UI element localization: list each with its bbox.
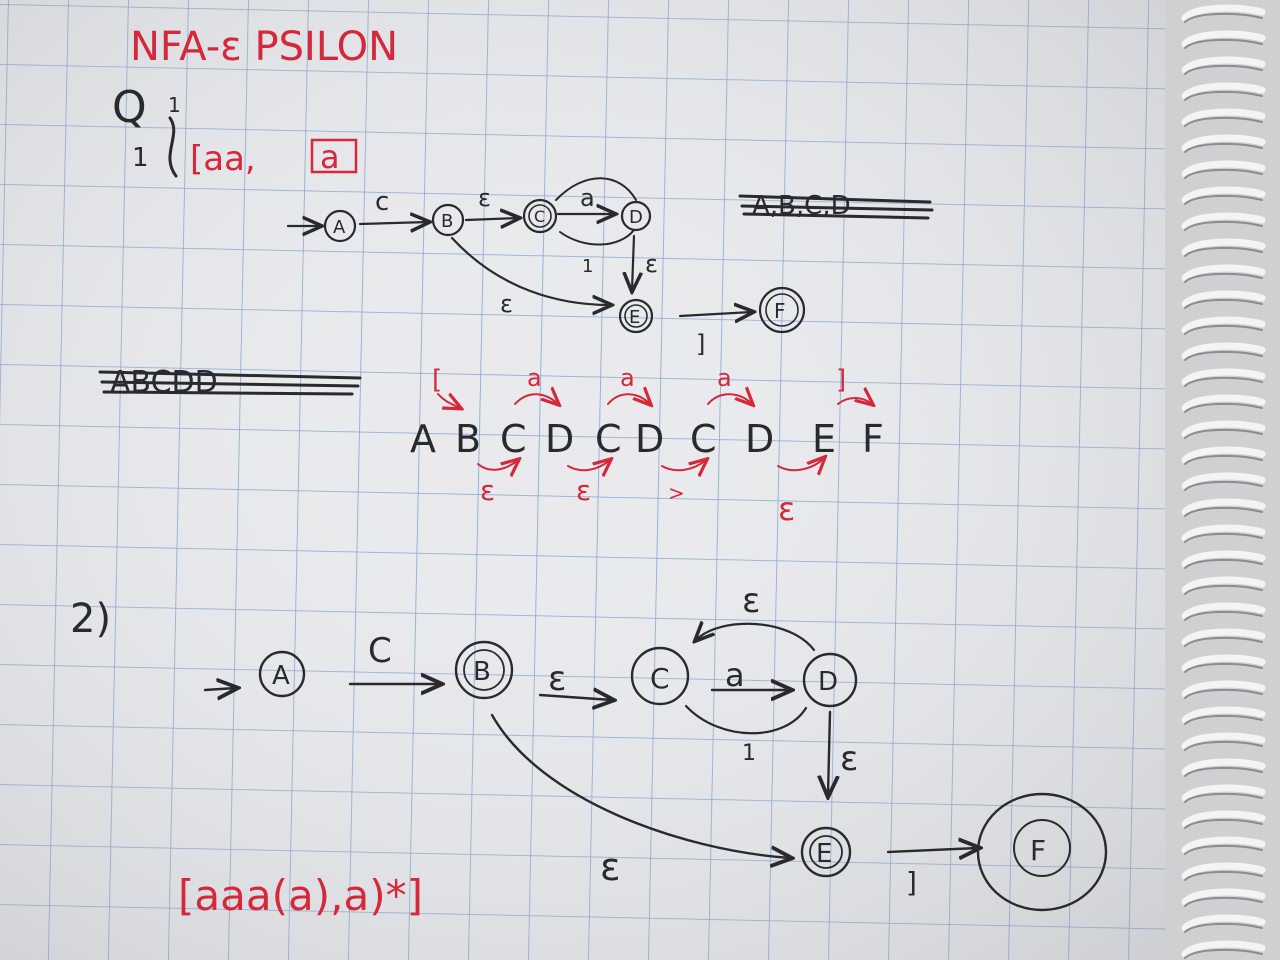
svg-text:2): 2) <box>70 596 111 642</box>
svg-text:F: F <box>774 299 786 323</box>
svg-text:ε: ε <box>600 845 621 889</box>
svg-text:C: C <box>368 631 392 671</box>
struck-note-1: A,B,C,D <box>738 191 934 221</box>
svg-text:ε: ε <box>576 474 591 507</box>
svg-text:a: a <box>717 364 732 392</box>
state-e-2: E <box>800 826 852 878</box>
string-trace: ABCDD A B C D C D C D E F [ a a a ] ε ε … <box>98 364 884 528</box>
svg-text:B: B <box>473 657 491 687</box>
svg-text:a: a <box>725 656 745 694</box>
svg-text:ε: ε <box>840 739 858 779</box>
regex-2: [aaa(a),a)*] <box>178 871 423 920</box>
svg-text:B: B <box>441 211 453 232</box>
svg-text:D: D <box>818 667 838 697</box>
state-a: A <box>323 209 357 243</box>
state-d: D <box>620 200 652 232</box>
svg-text:D: D <box>545 417 574 461</box>
svg-text:ε: ε <box>478 184 491 212</box>
state-f-2: F <box>976 792 1108 912</box>
svg-text:ε: ε <box>500 290 513 318</box>
state-c: C <box>522 198 558 234</box>
svg-text:[aaa(a),a)*]: [aaa(a),a)*] <box>178 871 423 920</box>
svg-text:C: C <box>595 417 622 461</box>
svg-text:ε: ε <box>742 581 760 621</box>
svg-text:[: [ <box>432 365 442 395</box>
state-b: B <box>431 203 465 237</box>
svg-text:ε: ε <box>778 490 795 528</box>
svg-text:1: 1 <box>168 93 181 117</box>
svg-text:D: D <box>629 207 643 228</box>
svg-text:F: F <box>1030 834 1046 867</box>
nfa-diagram-1: A c B ε C a 1 D ε ε E <box>286 177 934 358</box>
svg-text:A: A <box>333 217 346 238</box>
svg-text:A: A <box>410 417 436 461</box>
svg-text:a: a <box>580 184 595 212</box>
state-f: F <box>758 286 806 334</box>
svg-text:a: a <box>620 364 635 392</box>
svg-text:]: ] <box>696 330 705 358</box>
nfa-diagram-2: 2) A C B ε C a D ε 1 ε ε <box>70 581 1108 912</box>
svg-text:C: C <box>500 417 527 461</box>
svg-text:NFA-ε PSILON: NFA-ε PSILON <box>130 24 398 70</box>
svg-text:D: D <box>635 417 664 461</box>
state-b-2: B <box>454 640 514 700</box>
paper-sheet <box>0 0 1175 960</box>
svg-text:F: F <box>862 417 884 461</box>
svg-text:c: c <box>375 187 389 217</box>
state-d-2: D <box>802 652 858 708</box>
svg-text:]: ] <box>906 866 917 899</box>
svg-text:ε: ε <box>548 659 566 699</box>
svg-text:A: A <box>272 661 290 691</box>
svg-text:ε: ε <box>645 250 658 278</box>
svg-text:[aa,: [aa, <box>190 139 256 179</box>
svg-text:a: a <box>527 364 542 392</box>
svg-text:D: D <box>745 417 774 461</box>
state-c-2: C <box>630 646 690 706</box>
svg-text:C: C <box>690 417 717 461</box>
svg-text:]: ] <box>836 365 846 395</box>
svg-text:C: C <box>650 662 670 695</box>
svg-text:a: a <box>320 138 340 176</box>
svg-text:C: C <box>534 207 545 226</box>
svg-text:>: > <box>668 481 685 505</box>
svg-text:ε: ε <box>480 474 495 507</box>
svg-text:1: 1 <box>582 256 593 277</box>
svg-text:E: E <box>812 417 836 461</box>
state-e: E <box>618 298 654 334</box>
page-title: NFA-ε PSILON <box>130 24 398 70</box>
question-header: Q 1 1 [aa, a <box>112 82 358 179</box>
svg-text:1: 1 <box>742 741 756 766</box>
svg-text:E: E <box>816 839 832 869</box>
svg-text:E: E <box>629 307 640 328</box>
state-a-2: A <box>258 650 306 698</box>
svg-text:1: 1 <box>132 143 149 173</box>
svg-text:Q: Q <box>112 82 147 133</box>
svg-text:B: B <box>455 417 481 461</box>
spiral-binding <box>1165 0 1280 960</box>
struck-note-2: ABCDD <box>98 365 362 400</box>
